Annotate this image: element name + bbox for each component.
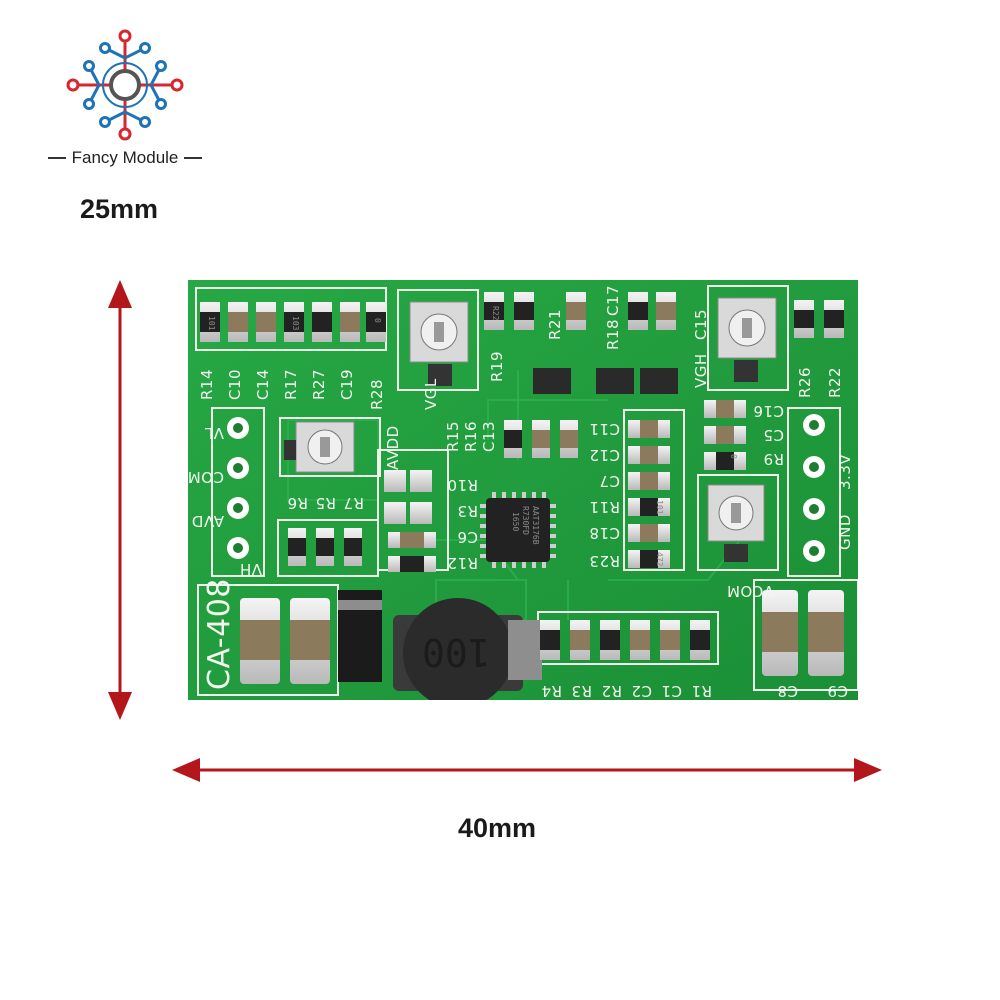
width-arrow-icon (172, 758, 882, 782)
des-r28: R28 (368, 378, 386, 410)
des-r16: R16 (462, 420, 480, 452)
label-3v3: 3.3V (836, 453, 854, 490)
brand-caption: Fancy Module (40, 148, 210, 168)
des-r26: R26 (796, 366, 814, 398)
des-c1: C1 (660, 682, 682, 700)
ic-marking-line3: 1650 (511, 512, 520, 532)
smd-marking-472: 472 (655, 552, 664, 567)
des-r3: R3 (571, 682, 592, 700)
inductor-marking: 100 (422, 630, 491, 674)
label-vgh: VGH (692, 353, 710, 388)
board-id-label: CA-408 (202, 578, 237, 690)
label-vl: VL (204, 424, 224, 442)
des-c18: C18 (588, 524, 620, 542)
des-c16: C16 (752, 402, 784, 420)
des-r6: R6 (287, 494, 308, 512)
des-c2: C2 (630, 682, 652, 700)
brand-name: Fancy Module (71, 148, 179, 167)
height-arrow-icon (108, 280, 132, 720)
des-r21: R21 (546, 308, 564, 340)
des-r7: R7 (343, 494, 364, 512)
des-c8: C8 (776, 682, 798, 700)
des-c13: C13 (480, 420, 498, 452)
smd-marking-101-b: 101 (655, 500, 664, 515)
des-r3-mid: R3 (457, 502, 478, 520)
des-r14: R14 (198, 368, 216, 400)
brand-logo: Fancy Module (40, 28, 210, 178)
des-r19: R19 (488, 350, 506, 382)
smd-marking-r22: R22 (491, 306, 500, 321)
des-r1: R1 (691, 682, 712, 700)
des-r27: R27 (310, 368, 328, 400)
brand-dash-right (184, 157, 203, 159)
label-vcom: VCOM (726, 582, 774, 600)
des-r22: R22 (826, 366, 844, 398)
des-c5: C5 (762, 426, 784, 444)
des-r11: R11 (588, 498, 620, 516)
des-c9: C9 (826, 682, 848, 700)
des-r17: R17 (282, 368, 300, 400)
des-r5: R5 (315, 494, 336, 512)
des-c11: C11 (588, 420, 620, 438)
des-r4: R4 (541, 682, 562, 700)
width-dimension-label: 40mm (458, 813, 537, 843)
des-r18: R18 (604, 318, 622, 350)
des-c6: C6 (456, 528, 478, 546)
ic-marking-line1: AAT3176B (531, 506, 540, 545)
des-c7: C7 (598, 472, 620, 490)
pcb-artwork (188, 280, 858, 700)
des-c14: C14 (254, 368, 272, 400)
des-r15: R15 (444, 420, 462, 452)
label-avdd: AVDD (384, 425, 402, 470)
label-com: COM (187, 468, 224, 486)
smd-marking-101-a: 101 (207, 316, 216, 331)
label-vgl: VGL (422, 378, 440, 410)
des-r10: R10 (446, 476, 478, 494)
des-r12: R12 (446, 554, 478, 572)
smd-marking-0-b: 0 (729, 454, 738, 459)
des-r9: R9 (763, 450, 784, 468)
des-c12: C12 (588, 446, 620, 464)
label-vh: VH (239, 560, 262, 578)
des-c15: C15 (692, 308, 710, 340)
des-c19: C19 (338, 368, 356, 400)
label-gnd: GND (836, 514, 854, 550)
des-c10: C10 (226, 368, 244, 400)
smd-marking-103: 103 (291, 316, 300, 331)
pcb-board: VH AVD COM VL 3.3V GND CA-408 AVDD VGL V… (187, 280, 858, 700)
ic-marking-line2: R730FD (521, 506, 530, 535)
smd-marking-0-a: 0 (373, 318, 382, 323)
des-r23: R23 (588, 552, 620, 570)
brand-dash-left (47, 157, 66, 159)
label-avd: AVD (191, 512, 224, 530)
des-c17: C17 (604, 284, 622, 316)
height-dimension-label: 25mm (80, 194, 159, 224)
des-r2: R2 (601, 682, 622, 700)
circuit-node-logo-icon (66, 29, 184, 141)
